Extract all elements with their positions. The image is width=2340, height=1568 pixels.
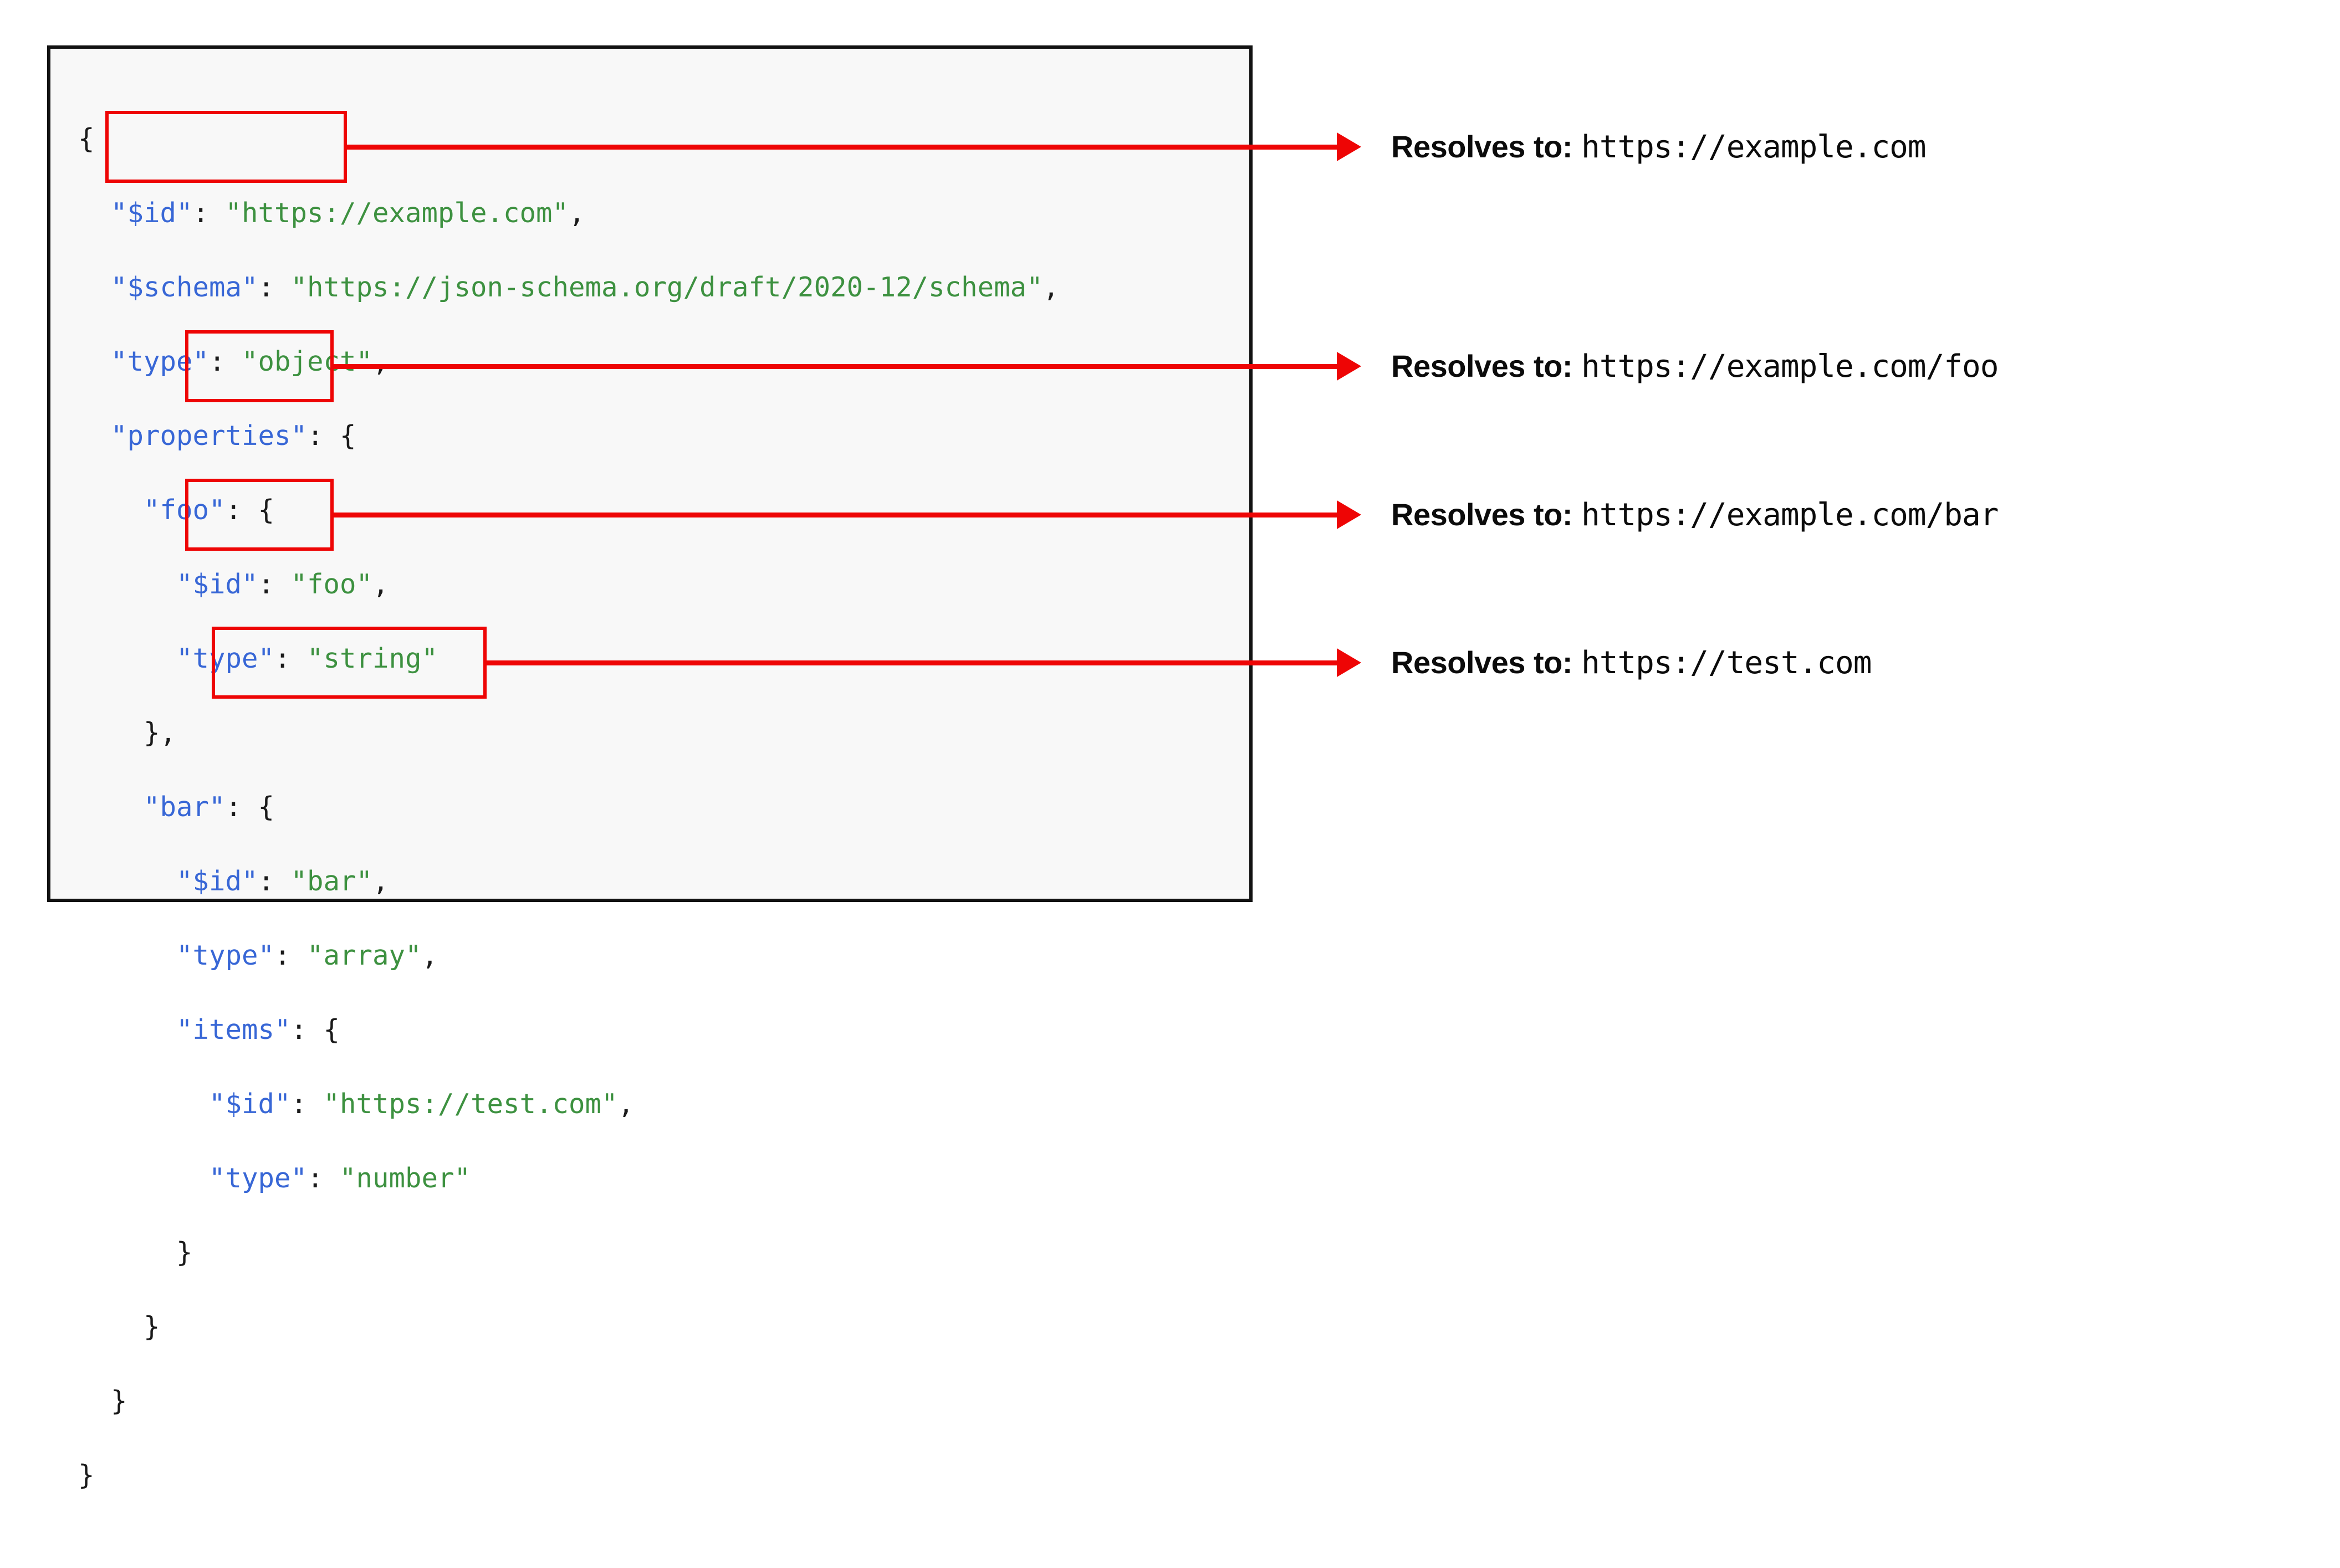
connector-line-foo-id [330,364,1339,369]
annotation-bar-id: Resolves to: https://example.com/bar [1391,496,1999,533]
code-token-value: "array" [307,940,422,971]
code-token-key: "type" [111,346,210,377]
code-token-value: "object" [242,346,373,377]
arrowhead-foo-id [1337,352,1361,381]
code-token-key: "type" [176,643,275,674]
code-lines: { "$id": "https://example.com", "$schema… [78,83,1059,1568]
code-line-10: "$id": "bar", [78,863,1059,900]
connector-line-root-id [344,145,1339,150]
code-token-brace: } [78,1459,95,1491]
code-token-colon: : [290,1014,324,1046]
code-token-value: "bar" [290,865,373,897]
code-token-colon: : [225,791,258,823]
code-token-comma: , [1043,271,1060,303]
code-token-comma: , [421,940,438,971]
annotation-foo-id: Resolves to: https://example.com/foo [1391,348,1999,385]
connector-line-bar-id [330,513,1339,517]
code-token-key: "$id" [209,1088,291,1120]
code-line-18: } [78,1457,1059,1494]
annotation-label: Resolves to: [1391,497,1573,532]
code-token-value: "https://example.com" [225,197,569,229]
code-token-value: "string" [307,643,438,674]
code-token-brace: }, [144,717,177,749]
code-token-key: "properties" [111,420,308,452]
code-token-key: "foo" [144,494,226,526]
code-line-5: "foo": { [78,491,1059,529]
code-token-comma: , [372,346,389,377]
code-token-colon: : [307,1162,340,1194]
code-line-13: "$id": "https://test.com", [78,1085,1059,1123]
code-token-key: "$id" [176,865,258,897]
code-token-value: { [258,494,275,526]
annotation-label: Resolves to: [1391,349,1573,383]
code-token-brace: { [78,123,95,155]
code-token-colon: : [225,494,258,526]
code-token-key: "$schema" [111,271,258,303]
annotation-value: https://test.com [1581,645,1872,681]
code-token-comma: , [372,568,389,600]
arrowhead-root-id [1337,132,1361,161]
code-token-colon: : [258,865,291,897]
code-token-key: "bar" [144,791,226,823]
code-token-key: "type" [176,940,275,971]
code-token-value: "https://test.com" [323,1088,618,1120]
code-token-comma: , [372,865,389,897]
code-token-key: "$id" [111,197,193,229]
code-token-colon: : [307,420,340,452]
code-line-17: } [78,1382,1059,1420]
code-token-value: { [323,1014,340,1046]
code-line-15: } [78,1234,1059,1271]
annotation-value: https://example.com/bar [1581,497,1999,533]
code-token-colon: : [274,643,308,674]
code-line-3: "type": "object", [78,343,1059,380]
code-line-9: "bar": { [78,788,1059,826]
code-token-comma: , [569,197,585,229]
code-line-12: "items": { [78,1011,1059,1048]
annotation-root-id: Resolves to: https://example.com [1391,129,1927,165]
connector-line-items-id [483,660,1339,665]
annotation-items-id: Resolves to: https://test.com [1391,644,1872,681]
json-code-block: { "$id": "https://example.com", "$schema… [47,45,1253,1491]
arrowhead-items-id [1337,648,1361,677]
code-line-6: "$id": "foo", [78,566,1059,603]
code-token-key: "type" [209,1162,308,1194]
code-line-16: } [78,1308,1059,1345]
code-token-colon: : [192,197,226,229]
code-token-key: "items" [176,1014,291,1046]
code-token-value: "number" [340,1162,471,1194]
annotation-label: Resolves to: [1391,129,1573,164]
code-line-7: "type": "string" [78,640,1059,677]
annotation-value: https://example.com/foo [1581,349,1999,385]
code-token-value: { [340,420,356,452]
arrowhead-bar-id [1337,500,1361,529]
code-token-value: "https://json-schema.org/draft/2020-12/s… [290,271,1043,303]
code-token-brace: } [144,1311,160,1342]
code-line-1: "$id": "https://example.com", [78,194,1059,232]
code-token-colon: : [258,568,291,600]
code-token-colon: : [290,1088,324,1120]
code-token-brace: } [111,1385,127,1417]
code-line-4: "properties": { [78,417,1059,454]
code-line-14: "type": "number" [78,1160,1059,1197]
code-token-value: "foo" [290,568,373,600]
code-token-colon: : [274,940,308,971]
code-line-11: "type": "array", [78,937,1059,974]
code-line-2: "$schema": "https://json-schema.org/draf… [78,269,1059,306]
code-token-value: { [258,791,275,823]
code-token-comma: , [617,1088,635,1120]
code-line-0: { [78,120,1059,157]
code-token-colon: : [258,271,291,303]
code-token-brace: } [176,1237,193,1268]
code-line-8: }, [78,714,1059,751]
annotation-label: Resolves to: [1391,645,1573,680]
code-token-key: "$id" [176,568,258,600]
annotation-value: https://example.com [1581,129,1927,165]
code-token-colon: : [209,346,242,377]
